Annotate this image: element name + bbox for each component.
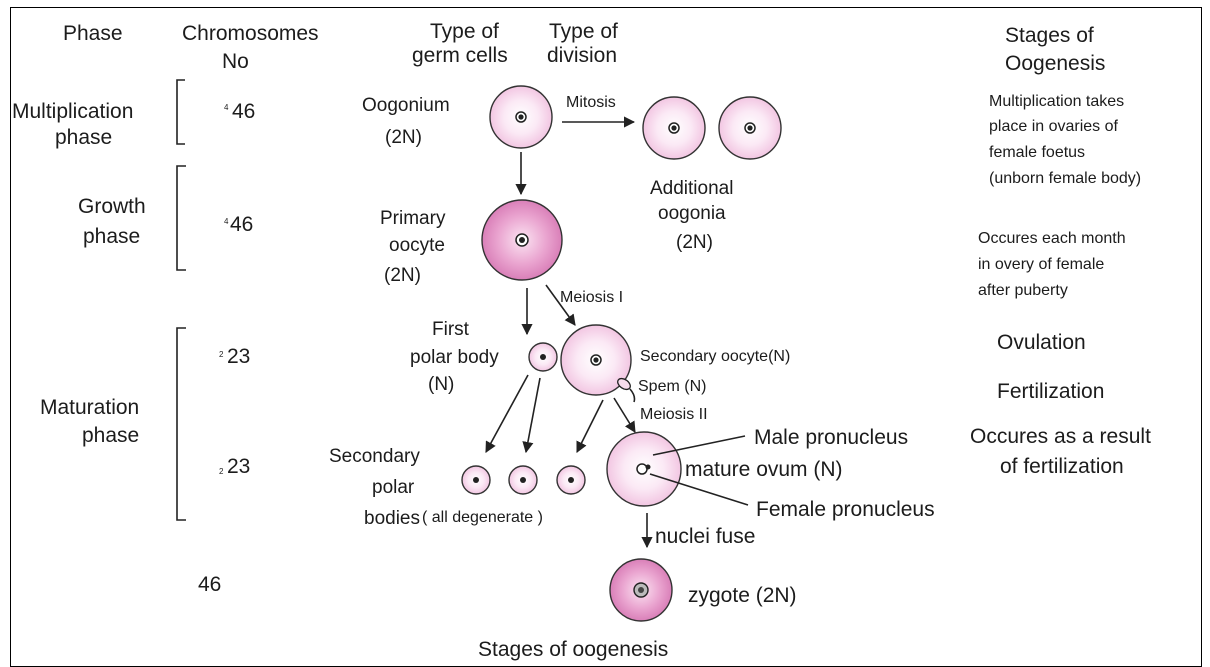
arrow-polar-body-split-1 [486, 375, 528, 452]
stage-multiplication-line3: female foetus [989, 144, 1085, 161]
label-primary-oocyte-line2: oocyte [389, 235, 445, 256]
label-oogonium-ploidy: (2N) [385, 127, 422, 148]
label-secondary-polar-bodies-line2: polar [372, 477, 415, 498]
label-mature-ovum: mature ovum (N) [685, 458, 843, 481]
chromosome-count-growth: 46 [230, 213, 253, 236]
chromosome-prefix-multiplication: 4 [224, 103, 229, 112]
mature-ovum-cell [607, 432, 681, 506]
additional-oogonium-cell-1 [643, 97, 705, 159]
arrow-to-secondary-polar-body [577, 400, 603, 452]
header-chromosomes-line1: Chromosomes [182, 22, 319, 45]
stage-growth-line3: after puberty [978, 282, 1068, 299]
stage-multiplication-line1: Multiplication takes [989, 93, 1124, 110]
chromosome-count-maturation-2: 23 [227, 455, 250, 478]
label-oogonium: Oogonium [362, 95, 450, 116]
chromosome-prefix-maturation-1: 2 [219, 350, 224, 359]
label-primary-oocyte-ploidy: (2N) [384, 265, 421, 286]
header-phase: Phase [63, 22, 123, 45]
primary-oocyte-cell [482, 200, 562, 280]
header-division-line2: division [547, 44, 617, 67]
label-meiosis-1: Meiosis I [560, 289, 623, 306]
label-nuclei-fuse: nuclei fuse [655, 525, 755, 548]
chromosome-count-multiplication: 46 [232, 100, 255, 123]
label-mitosis: Mitosis [566, 94, 616, 111]
label-all-degenerate: ( all degenerate ) [422, 509, 543, 526]
label-meiosis-2: Meiosis II [640, 406, 708, 423]
oogonium-cell [490, 86, 552, 148]
chromosome-count-maturation-1: 23 [227, 345, 250, 368]
phase-maturation-line1: Maturation [40, 396, 139, 419]
stage-ovulation: Ovulation [997, 331, 1086, 354]
stage-result-line1: Occures as a result [970, 425, 1151, 448]
header-stages-line2: Oogenesis [1005, 52, 1105, 75]
chromosome-prefix-growth: 4 [224, 217, 229, 226]
stage-growth-line2: in overy of female [978, 256, 1104, 273]
label-additional-oogonia-line2: oogonia [658, 203, 726, 224]
label-male-pronucleus: Male pronucleus [754, 426, 908, 449]
bracket-growth [177, 166, 186, 270]
secondary-polar-body-1 [462, 466, 490, 494]
bracket-maturation [177, 328, 186, 520]
stage-result-line2: of fertilization [1000, 455, 1124, 478]
phase-growth-line1: Growth [78, 195, 146, 218]
secondary-polar-body-2 [509, 466, 537, 494]
label-additional-oogonia-line1: Additional [650, 178, 733, 199]
label-first-polar-body-line1: First [432, 319, 470, 340]
secondary-polar-body-3 [557, 466, 585, 494]
stage-fertilization: Fertilization [997, 380, 1104, 403]
bracket-multiplication [177, 80, 185, 144]
header-germ-cells-line2: germ cells [412, 44, 508, 67]
phase-maturation-line2: phase [82, 424, 139, 447]
chromosome-count-zygote: 46 [198, 573, 221, 596]
label-secondary-polar-bodies-line1: Secondary [329, 446, 420, 467]
stage-growth-line1: Occures each month [978, 230, 1126, 247]
header-stages-line1: Stages of [1005, 24, 1094, 47]
diagram-caption: Stages of oogenesis [478, 638, 668, 661]
label-zygote: zygote (2N) [688, 584, 797, 607]
chromosome-prefix-maturation-2: 2 [219, 467, 224, 476]
stage-multiplication-line4: (unborn female body) [989, 170, 1141, 187]
arrow-to-mature-ovum [614, 398, 635, 432]
header-chromosomes-line2: No [222, 50, 249, 73]
label-first-polar-body-ploidy: (N) [428, 374, 454, 395]
additional-oogonium-cell-2 [719, 97, 781, 159]
header-germ-cells-line1: Type of [430, 20, 499, 43]
phase-growth-line2: phase [83, 225, 140, 248]
label-additional-oogonia-ploidy: (2N) [676, 232, 713, 253]
label-sperm: Spem (N) [638, 378, 706, 395]
first-polar-body-cell [529, 343, 557, 371]
sperm-cell [616, 376, 635, 402]
phase-multiplication-line2: phase [55, 126, 112, 149]
label-secondary-oocyte: Secondary oocyte(N) [640, 348, 790, 365]
label-first-polar-body-line2: polar body [410, 347, 499, 368]
zygote-cell [610, 559, 672, 621]
label-secondary-polar-bodies-line3: bodies [364, 508, 420, 529]
header-division-line1: Type of [549, 20, 618, 43]
label-female-pronucleus: Female pronucleus [756, 498, 935, 521]
label-primary-oocyte-line1: Primary [380, 208, 446, 229]
arrow-polar-body-split-2 [526, 378, 540, 452]
phase-multiplication-line1: Multiplication [12, 100, 133, 123]
stage-multiplication-line2: place in ovaries of [989, 118, 1119, 135]
